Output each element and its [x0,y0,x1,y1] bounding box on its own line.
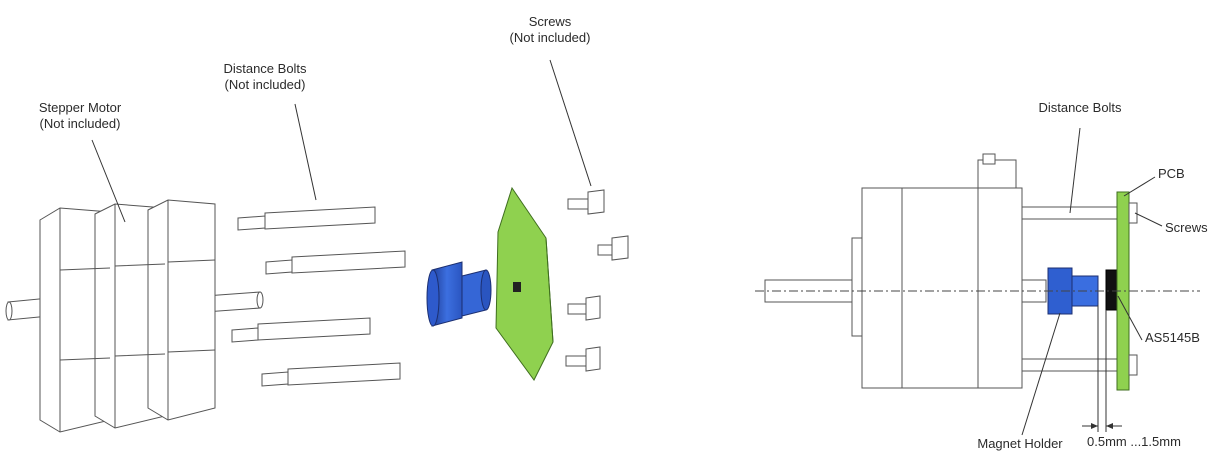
stepper-motor-note: (Not included) [39,116,121,131]
screws-note: (Not included) [509,30,591,45]
screws-leader [549,59,592,187]
side-sensor-chip [1105,269,1119,311]
side-sensor-label: AS5145B [1145,330,1200,345]
distance-bolts-note: (Not included) [224,77,306,92]
stepper-motor-leader [91,139,126,223]
side-leaders [1021,127,1163,436]
side-pcb-label: PCB [1158,166,1185,181]
distance-bolts-name: Distance Bolts [223,61,307,76]
dimension-arrows [1091,423,1113,429]
side-magnet-holder-label: Magnet Holder [977,436,1063,451]
side-dimension-label: 0.5mm ...1.5mm [1087,434,1181,449]
side-screws [1128,202,1138,376]
pcb-drawing [495,186,554,381]
distance-bolts-label: Distance Bolts (Not included) [200,61,330,93]
stepper-motor-drawing [5,199,264,433]
stepper-motor-label: Stepper Motor (Not included) [20,100,140,132]
screws-drawing [565,189,629,372]
side-distance-bolts [1021,206,1118,372]
side-distance-bolts-label: Distance Bolts [1038,100,1122,115]
distance-bolts-leader [294,103,317,201]
distance-bolts-drawing [231,206,406,387]
screws-label: Screws (Not included) [485,14,615,46]
magnet-holder-drawing [426,261,492,327]
side-screws-label: Screws [1165,220,1208,235]
stepper-motor-name: Stepper Motor [38,100,122,115]
side-motor-drawing [764,153,1047,389]
screws-name: Screws [528,14,572,29]
